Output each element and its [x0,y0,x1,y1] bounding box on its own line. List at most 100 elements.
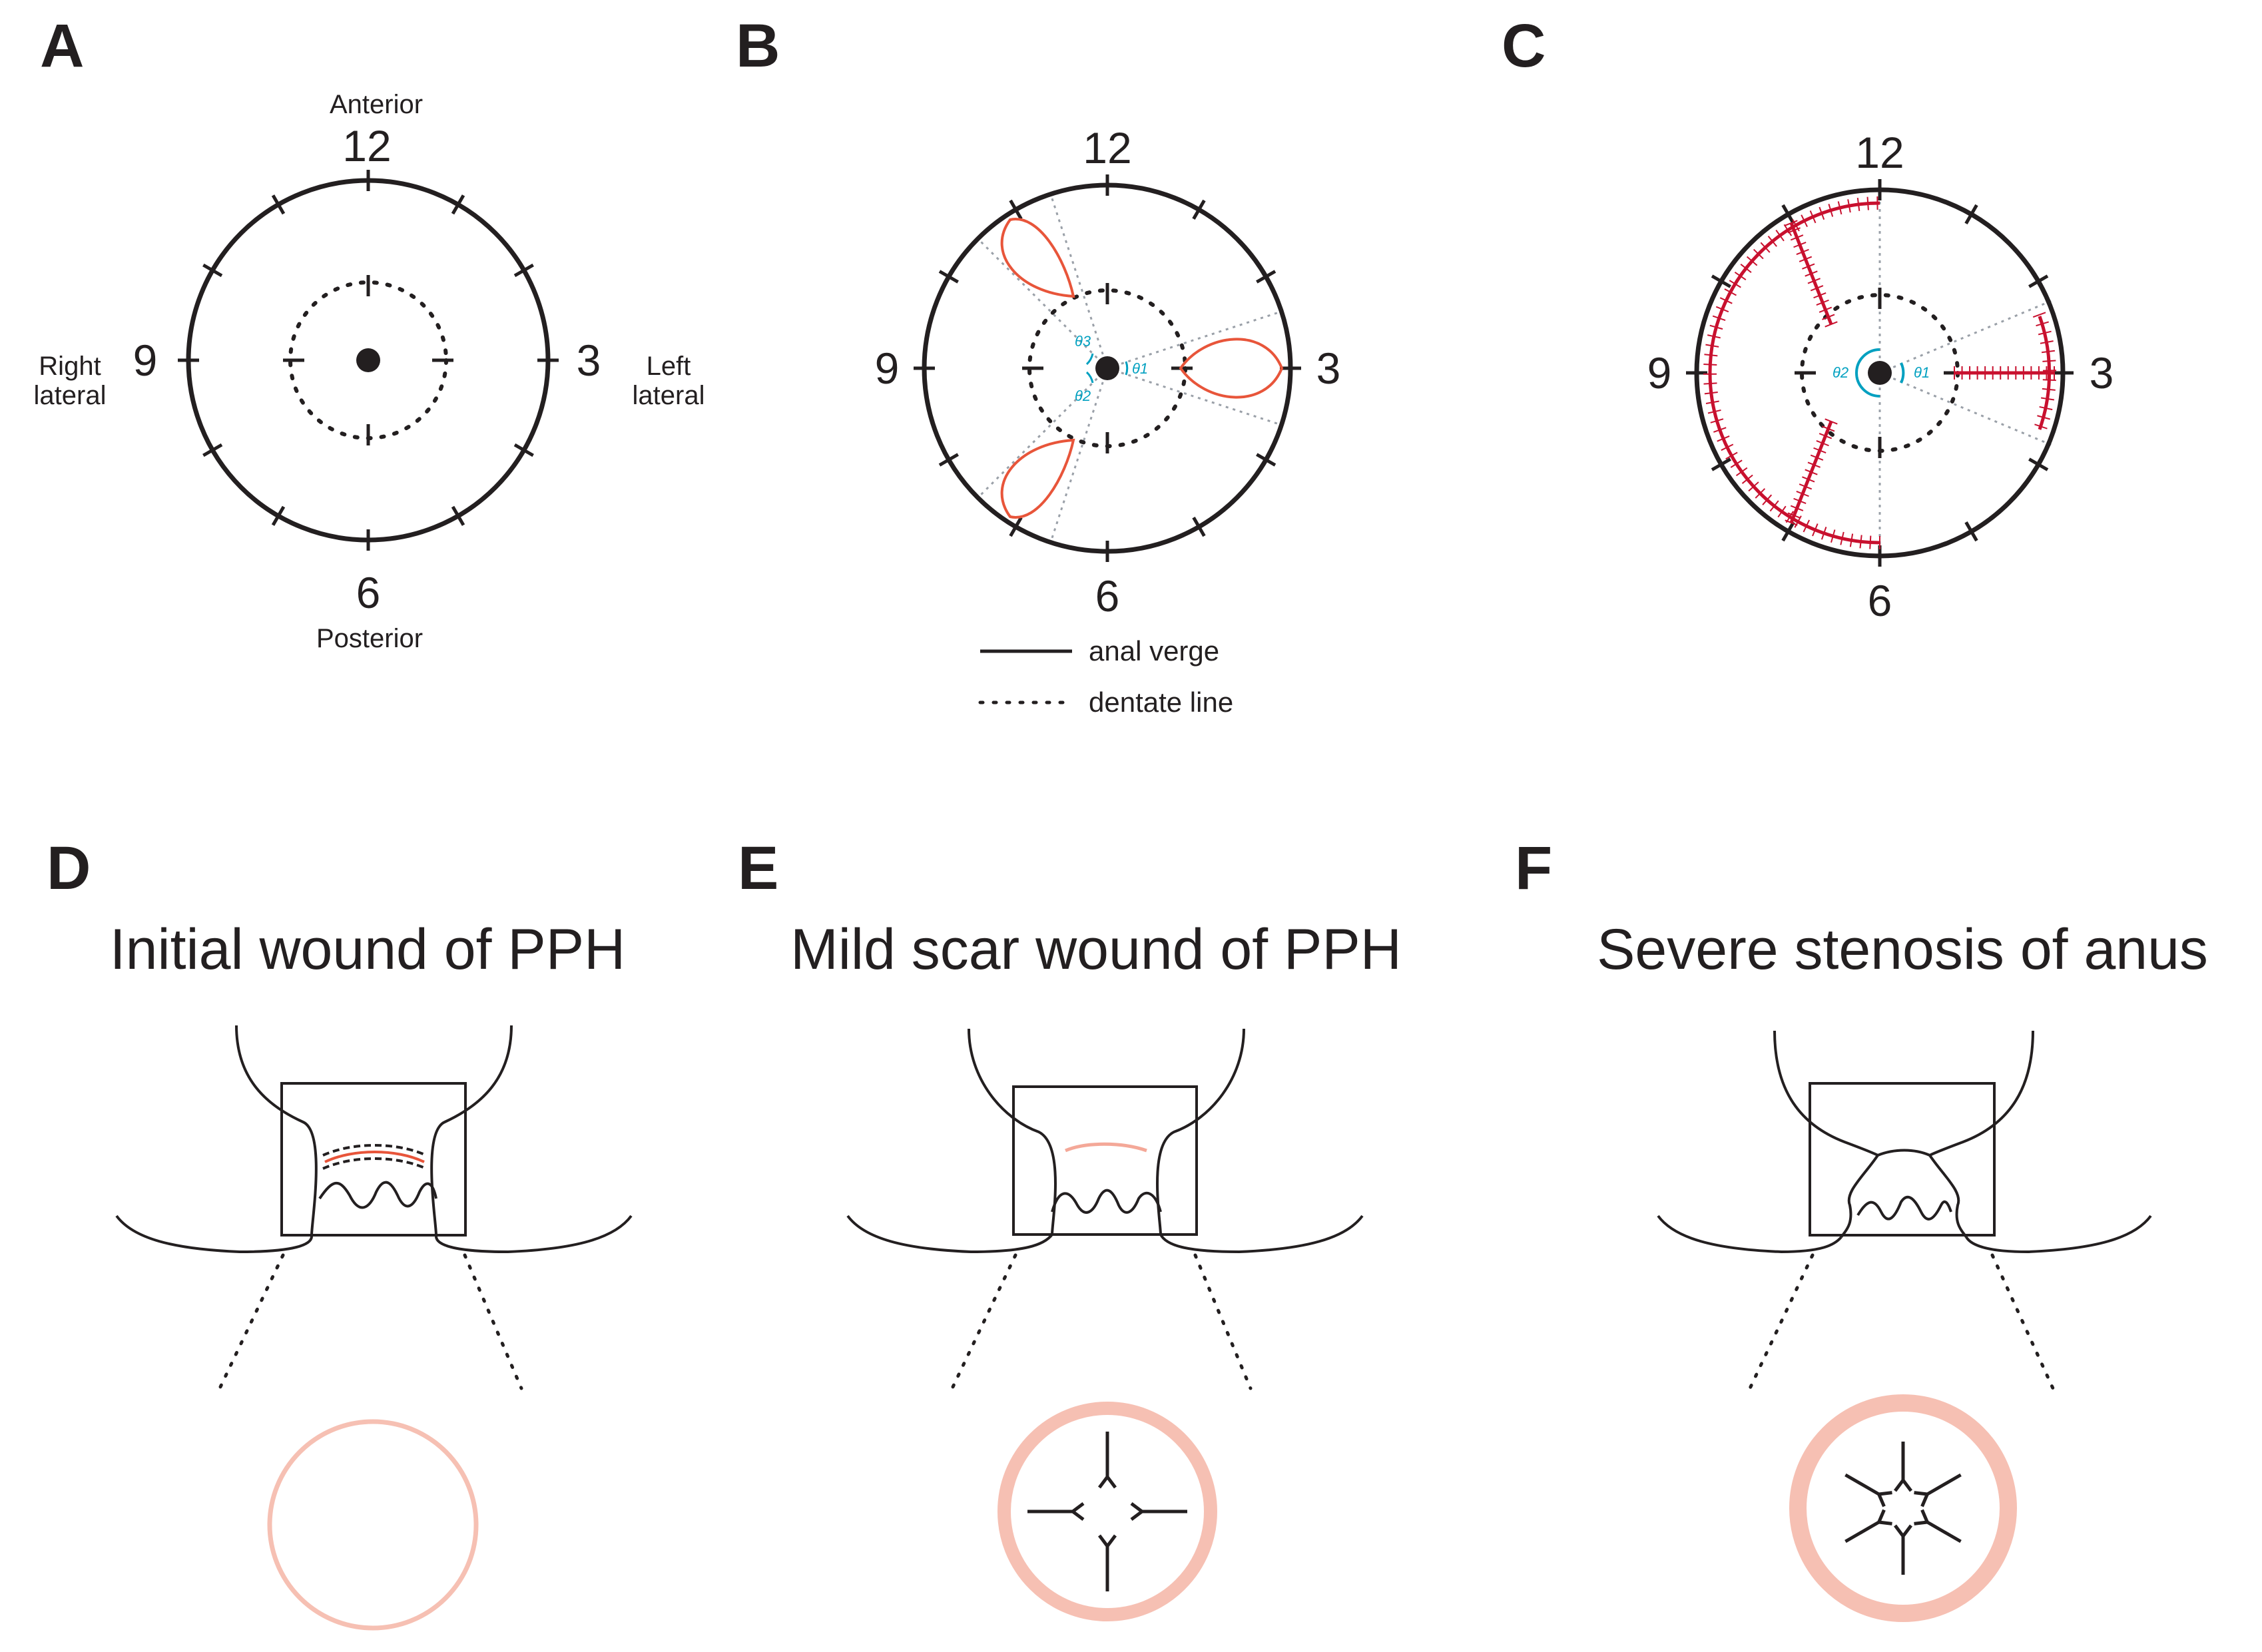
suture-hatch [2037,415,2050,420]
excised-arc-left-c [1708,201,1880,545]
suture-hatch [1793,241,1807,248]
suture-hatch [1809,210,1817,224]
arrow-head [1098,1534,1109,1547]
suture-hatch [1796,248,1809,256]
suture-hatch [1783,224,1793,236]
suture-hatch [1704,392,1718,395]
angle-arcs-b [1085,353,1129,384]
panel-b: B θ1 [736,12,1340,718]
clock-9-b: 9 [875,344,900,393]
suture-hatch [1785,511,1795,523]
arrow-shaft [1926,1520,1962,1543]
clock-tick-7 [271,505,286,526]
clock-tick-4 [513,443,534,457]
suture-hatch [1777,505,1787,518]
suture-hatch [1847,199,1851,213]
suture-hatch [1830,529,1836,543]
suture-hatch [1734,271,1747,280]
suture-hatch [1810,454,1824,461]
arrow-head [1130,1502,1143,1513]
suture-hatch [1709,324,1723,330]
suture-hatch [1799,256,1813,262]
suture-hatch [1819,433,1833,439]
anterior-label: Anterior [330,90,423,119]
suture-hatch [1810,285,1824,292]
suture-hatch [1812,523,1819,537]
clock-tick-1 [1192,199,1206,220]
wound-8oclock [1000,438,1075,519]
sector-guide-lines-c [1878,190,2055,556]
panel-e-letter: E [738,834,778,902]
suture-hatch [1704,354,1718,357]
panel-b-letter: B [736,12,780,80]
clock-tick-7 [1009,517,1023,537]
left-lateral-label-line2: lateral [633,381,705,410]
suture-hatch [1856,197,1860,212]
anal-ring-e [997,1402,1217,1621]
right-lateral-label-line2: lateral [34,381,107,410]
sphincter-lines-f [1748,1253,2055,1390]
anal-ring-d [267,1419,479,1631]
suture-hatch [1703,382,1717,385]
clock-tick-10 [938,270,959,284]
clock-3-c: 3 [2090,348,2114,398]
clock-tick-5 [1192,517,1206,537]
sector-guide-lines-b [976,192,1284,545]
suture-hatch [1724,288,1737,296]
suture-hatch [1821,527,1827,540]
suture-hatch [1712,315,1726,321]
narrowed-lumen-f [1877,1149,1930,1157]
suture-hatch [1705,344,1719,348]
clock-12-b: 12 [1083,123,1131,172]
dentate-folds-d [318,1181,437,1209]
clock-3-a: 3 [577,336,601,385]
suture-hatch [2036,321,2049,327]
suture-hatch [1787,512,1801,519]
suture-hatch [1849,533,1854,547]
staple-line-top-d [322,1144,427,1157]
anus-center-dot-a [356,348,380,372]
arrow-head [1920,1509,1929,1523]
arrow-head [1894,1479,1904,1492]
suture-hatch [1825,321,1838,328]
clock-3-b: 3 [1316,344,1341,393]
panel-a: A Anterior 12 3 6 9 Posterior Right late… [34,12,705,653]
suture-hatch [1735,467,1748,477]
legend-anal-verge: anal verge [1089,635,1219,667]
left-lateral-label-line1: Left [647,352,691,381]
suture-hatch [1805,270,1818,277]
suture-hatch [1775,230,1785,242]
suture-hatch [2040,340,2054,344]
suture-hatch [1729,280,1741,288]
clock-tick-1 [451,194,465,215]
clock-tick-8 [202,443,223,457]
suture-hatch [1710,418,1724,423]
suture-hatch [2032,312,2046,318]
clock-ticks-a [178,170,559,551]
suture-hatch [1802,263,1815,270]
clock-tick-10 [1711,274,1731,288]
panel-c: C θ1 θ2 [1502,12,2114,625]
suture-hatch [2041,350,2056,354]
arrow-shaft [1926,1473,1962,1496]
suture-hatch [1801,214,1808,227]
suture-hatch [2034,423,2048,429]
clock-tick-2 [513,263,534,278]
suture-hatch [1819,306,1833,313]
right-lateral-label-line1: Right [39,352,101,381]
suture-hatch [1707,334,1721,339]
clock-ticks-c [1686,179,2074,567]
arrow-head [1071,1510,1085,1521]
clock-tick-11 [1009,199,1023,220]
arrow-head [1902,1479,1912,1492]
suture-hatch [1785,220,1798,226]
clock-6-c: 6 [1868,576,1892,625]
arrow-head [1098,1476,1109,1489]
arrow-shaft [1844,1473,1880,1496]
panel-d-title: Initial wound of PPH [110,918,625,981]
clock-12-c: 12 [1855,128,1904,177]
theta1-c: θ1 [1914,364,1930,381]
suture-hatch [1713,427,1727,433]
clock-tick-2 [1256,270,1276,284]
